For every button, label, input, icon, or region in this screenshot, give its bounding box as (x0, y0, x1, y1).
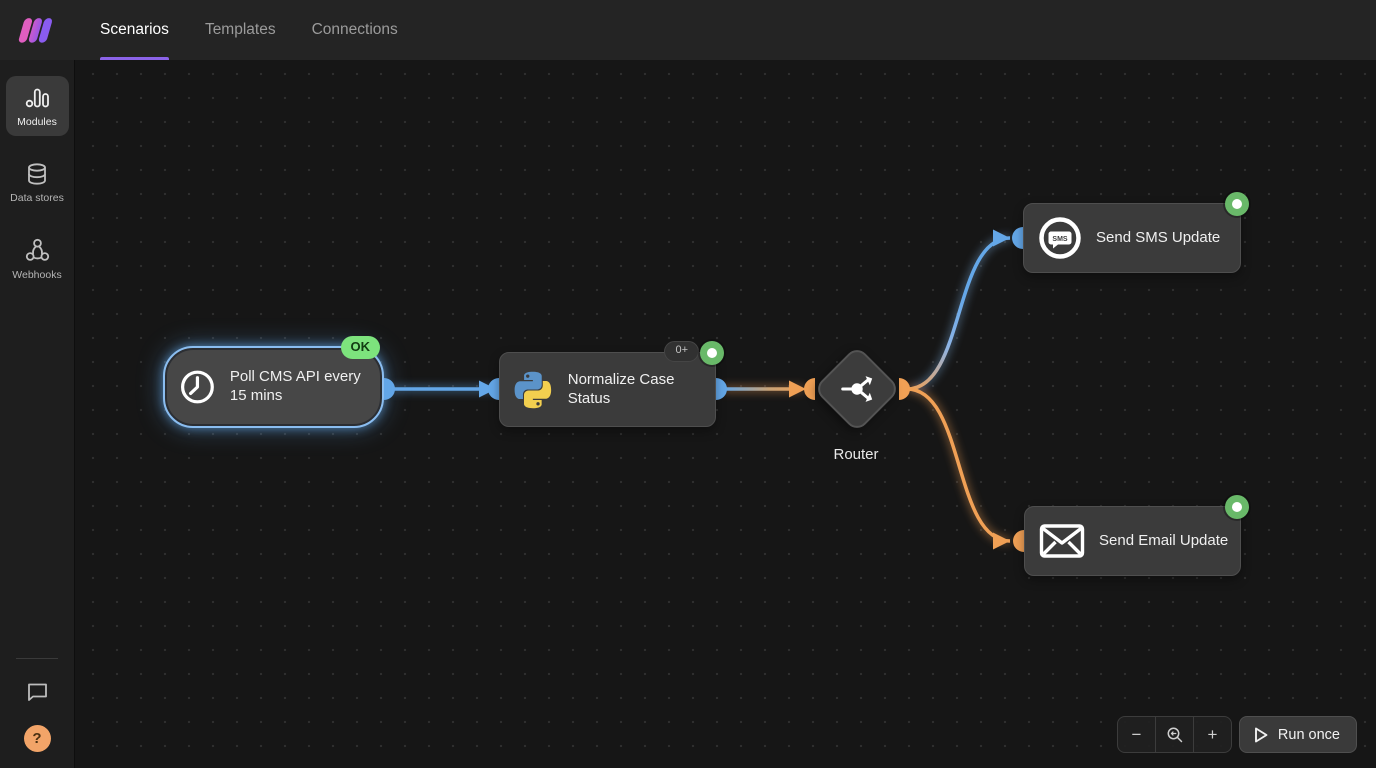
arrowhead (789, 380, 806, 398)
run-once-label: Run once (1277, 726, 1340, 743)
scenario-canvas[interactable]: Poll CMS API every 15 mins OK Normalize … (75, 60, 1376, 768)
node-label: Send Email Update (1099, 531, 1229, 549)
tab-scenarios[interactable]: Scenarios (100, 0, 169, 60)
port-out-trigger[interactable] (384, 378, 395, 400)
port-in-router[interactable] (804, 378, 815, 400)
clock-icon (181, 370, 214, 404)
magnifier-icon (1167, 727, 1182, 742)
help-label: ? (32, 730, 42, 747)
node-label: Send SMS Update (1096, 228, 1221, 246)
node-send-email-update[interactable]: Send Email Update (1024, 495, 1249, 576)
port-in-email[interactable] (1013, 530, 1024, 552)
play-icon (1254, 727, 1268, 742)
wire-router-to-sms[interactable] (906, 236, 1011, 391)
node-label: Router (833, 446, 879, 463)
left-sidebar: Modules Data stores Webhooks ? (0, 60, 75, 768)
tab-connections[interactable]: Connections (312, 0, 398, 60)
router-diamond (813, 345, 901, 433)
sms-icon: SMS (1039, 217, 1081, 259)
node-router[interactable]: Router (813, 345, 901, 463)
sidebar-item-label: Webhooks (12, 269, 62, 281)
node-normalize-case-status[interactable]: Normalize Case Status 0+ (499, 341, 724, 427)
zoom-controls: − + (1117, 716, 1232, 753)
status-badge-ok: OK (340, 336, 380, 360)
zoom-in-button[interactable]: + (1193, 717, 1231, 752)
zoom-out-button[interactable]: − (1118, 717, 1155, 752)
node-label: Normalize Case Status (567, 370, 675, 407)
modules-icon (25, 88, 49, 108)
sidebar-item-label: Modules (17, 116, 57, 128)
node-trigger[interactable]: Poll CMS API every 15 mins OK (163, 336, 384, 428)
zoom-fit-button[interactable] (1155, 717, 1193, 752)
sidebar-item-label: Data stores (10, 192, 64, 204)
help-button[interactable]: ? (23, 725, 51, 752)
sidebar-item-modules[interactable]: Modules (5, 76, 69, 136)
arrowhead (479, 380, 496, 398)
node-label: Poll CMS API every 15 mins (229, 368, 361, 404)
arrowhead (993, 532, 1010, 550)
sidebar-item-data-stores[interactable]: Data stores (6, 152, 69, 212)
arrowhead (993, 229, 1010, 247)
tab-connections-label: Connections (311, 21, 398, 38)
sidebar-item-webhooks[interactable]: Webhooks (6, 228, 69, 289)
port-out-router[interactable] (899, 378, 910, 400)
make-logo-icon[interactable] (18, 13, 58, 47)
sms-icon-text: SMS (1052, 236, 1068, 243)
status-indicator (1225, 495, 1249, 519)
feedback-icon[interactable] (25, 681, 50, 703)
port-out-python[interactable] (716, 378, 727, 400)
port-in-python[interactable] (488, 378, 499, 400)
database-icon (28, 163, 46, 185)
node-send-sms-update[interactable]: SMS Send SMS Update (1023, 192, 1249, 273)
email-icon (1039, 524, 1085, 558)
status-indicator (1225, 192, 1249, 216)
port-in-sms[interactable] (1012, 227, 1023, 249)
main-nav: Scenarios Templates Connections (100, 0, 398, 60)
python-icon (514, 371, 552, 408)
webhook-icon (25, 238, 49, 261)
tab-templates-label: Templates (204, 21, 276, 38)
sidebar-divider (16, 658, 58, 659)
zoom-out-label: − (1131, 724, 1142, 744)
top-bar: Scenarios Templates Connections (0, 0, 1376, 60)
run-once-button[interactable]: Run once (1238, 716, 1357, 753)
tab-templates[interactable]: Templates (205, 0, 276, 60)
zoom-in-label: + (1207, 724, 1218, 744)
active-tab-underline (100, 57, 169, 60)
status-indicator (700, 341, 724, 365)
tab-scenarios-label: Scenarios (100, 21, 169, 38)
router-icon (841, 376, 873, 402)
wire-router-to-email[interactable] (906, 387, 1011, 543)
cycles-badge: 0+ (664, 341, 699, 362)
